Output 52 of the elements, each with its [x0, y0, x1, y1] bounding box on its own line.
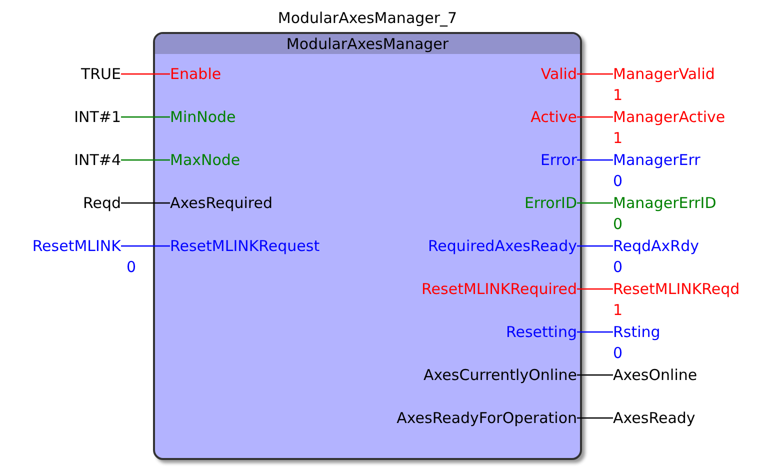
instance-name: ModularAxesManager_7	[276, 8, 458, 28]
value-label: 0	[613, 257, 623, 277]
pin-name: Active	[530, 107, 577, 127]
pin-name: Resetting	[506, 322, 577, 342]
pin-name: AxesCurrentlyOnline	[424, 365, 577, 385]
wire	[577, 331, 613, 333]
wire	[121, 202, 170, 204]
value-label: 1	[613, 128, 623, 148]
wire	[577, 288, 613, 290]
variable-name: AxesOnline	[613, 365, 698, 385]
variable-name: AxesReady	[613, 408, 696, 428]
value-label: 0	[613, 214, 623, 234]
pin-name: ErrorID	[524, 193, 577, 213]
variable-name: ManagerErr	[613, 150, 700, 170]
wire	[577, 202, 613, 204]
pin-name: AxesReadyForOperation	[396, 408, 577, 428]
wire	[121, 116, 170, 118]
variable-name: Rsting	[613, 322, 660, 342]
pin-name: ResetMLINKRequired	[422, 279, 577, 299]
variable-name: Reqd	[82, 193, 121, 213]
variable-name: ManagerActive	[613, 107, 726, 127]
pin-name: Error	[540, 150, 577, 170]
pin-name: AxesRequired	[170, 193, 272, 213]
value-label: 0	[126, 257, 136, 277]
variable-name: INT#4	[74, 150, 121, 170]
variable-name: TRUE	[80, 64, 121, 84]
value-label: 1	[613, 85, 623, 105]
variable-name: ReqdAxRdy	[613, 236, 699, 256]
variable-name: ManagerErrID	[613, 193, 716, 213]
variable-name: ResetMLINK	[32, 236, 121, 256]
wire	[577, 245, 613, 247]
wire	[577, 116, 613, 118]
variable-name: ManagerValid	[613, 64, 715, 84]
pin-name: Enable	[170, 64, 222, 84]
wire	[577, 159, 613, 161]
value-label: 1	[613, 300, 623, 320]
wire	[121, 73, 170, 75]
wire	[577, 73, 613, 75]
wire	[121, 245, 170, 247]
wire	[577, 417, 613, 419]
wire	[121, 159, 170, 161]
block-type-header: ModularAxesManager	[155, 34, 580, 54]
wire	[577, 374, 613, 376]
pin-name: ResetMLINKRequest	[170, 236, 320, 256]
pin-name: MaxNode	[170, 150, 240, 170]
variable-name: ResetMLINKReqd	[613, 279, 740, 299]
pin-name: MinNode	[170, 107, 236, 127]
pin-name: RequiredAxesReady	[428, 236, 577, 256]
pin-name: Valid	[540, 64, 577, 84]
variable-name: INT#1	[74, 107, 121, 127]
value-label: 0	[613, 343, 623, 363]
value-label: 0	[613, 171, 623, 191]
